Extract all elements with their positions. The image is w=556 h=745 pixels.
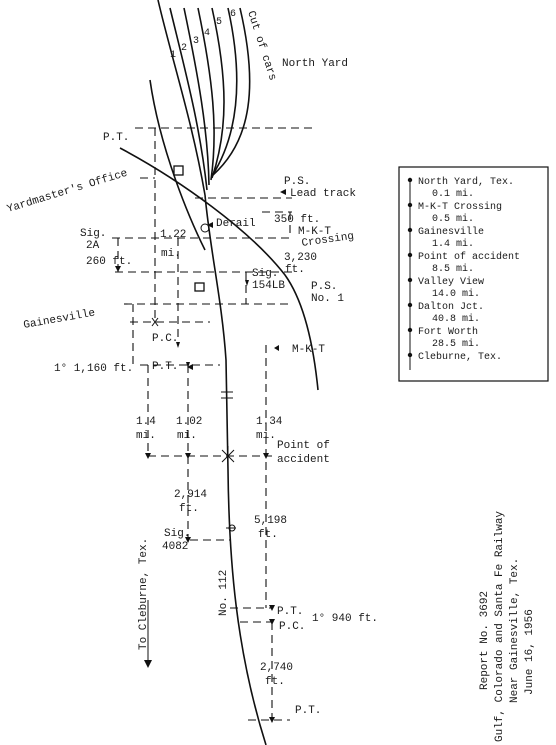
report-railway: Gulf, Colorado and Santa Fe Railway [494, 511, 506, 742]
dimension-lines [112, 127, 312, 721]
report-location: Near Gainesville, Tex. [509, 558, 521, 703]
ps-top-label: P.S. [284, 176, 310, 188]
ft-5198-unit: ft. [258, 529, 278, 541]
pt-bottom-label: P.T. [295, 705, 321, 717]
pc-mid-label: P.C. [152, 333, 178, 345]
legend-station: Cleburne, Tex. [418, 351, 502, 363]
pc-low-label: P.C. [279, 621, 305, 633]
ft-2740-unit: ft. [265, 676, 285, 688]
track-number-3: 3 [193, 36, 199, 47]
dist-122-label: 1.22 [160, 229, 186, 241]
yardmaster-office-box [173, 165, 184, 176]
sig-154lb-number: 154LB [252, 280, 285, 292]
sig-2a-number: 2A [86, 240, 100, 252]
mkt-top-label: M-K-T [298, 226, 331, 238]
sig-4082-number: 4082 [162, 541, 188, 553]
to-cleburne-label: To Cleburne, Tex. [138, 538, 150, 650]
ft-5198-label: 5,198 [254, 515, 287, 527]
legend-station: Point of accident [418, 251, 520, 263]
legend-distance: 14.0 mi. [432, 288, 480, 300]
legend-station: Gainesville [418, 226, 484, 238]
track-number-1: 1 [170, 50, 176, 61]
yardmaster-office-label: Yardmaster's Office [6, 168, 129, 216]
yard-tracks [149, 0, 251, 251]
legend-station: North Yard, Tex. [418, 176, 514, 188]
ft-3230-unit: ft. [285, 264, 305, 276]
legend-station-marker [407, 202, 413, 208]
ft-2914-label: 2,914 [174, 489, 207, 501]
track-number-6: 6 [230, 9, 236, 20]
dist-102-mi: mi. [177, 430, 197, 442]
sig-4082-label: Sig. [164, 528, 190, 540]
legend-station-marker [407, 302, 413, 308]
dist-14-label: 1.4 [136, 416, 156, 428]
ft-260-label: 260 ft. [86, 256, 132, 268]
derail-marker [200, 223, 210, 233]
signal-box [194, 282, 205, 292]
lead-track-label: Lead track [290, 188, 356, 200]
dist-134-label: 1.34 [256, 416, 283, 428]
legend-station-marker [407, 252, 413, 258]
gainesville-label: Gainesville [23, 308, 97, 332]
report-title: Report No. 3692 Gulf, Colorado and Santa… [479, 511, 536, 742]
track-number-2: 2 [181, 43, 187, 54]
accident-label: accident [277, 454, 330, 466]
legend-distance: 8.5 mi. [432, 263, 474, 275]
main-track [204, 194, 267, 745]
mkt-crossing-track [119, 147, 319, 391]
point-of-label: Point of [277, 440, 330, 452]
track-number-5: 5 [216, 17, 222, 28]
pt-top-label: P.T. [103, 132, 129, 144]
dist-134-mi: mi. [256, 430, 276, 442]
diagram-labels: Cut of cars 1 2 3 4 5 6 North Yard P.T. … [6, 9, 378, 717]
legend-station: M-K-T Crossing [418, 201, 502, 213]
legend-distance: 0.5 mi. [432, 213, 474, 225]
legend-distance: 0.1 mi. [432, 188, 474, 200]
legend-distance: 28.5 mi. [432, 338, 480, 350]
legend-station-marker [407, 277, 413, 283]
legend-station-marker [407, 352, 413, 358]
legend-station-marker [407, 227, 413, 233]
legend-station-marker [407, 327, 413, 333]
to-cleburne-arrowhead [144, 660, 152, 668]
ft-350-label: 350 ft. [274, 214, 320, 226]
curve-940-label: 1° 940 ft. [312, 613, 378, 625]
mkt-right-label: M-K-T [292, 344, 325, 356]
legend-station-marker [407, 177, 413, 183]
report-number: Report No. 3692 [479, 591, 491, 690]
report-date: June 16, 1956 [524, 609, 536, 695]
sig-154lb-label: Sig. [252, 268, 278, 280]
derail-label: Derail [216, 218, 256, 230]
pt-low-label: P.T. [277, 606, 303, 618]
ft-2914-unit: ft. [179, 503, 199, 515]
signal-marker [228, 524, 236, 532]
legend-station: Fort Worth [418, 326, 478, 338]
legend-distance: 40.8 mi. [432, 313, 480, 325]
distance-legend: North Yard, Tex.0.1 mi.M-K-T Crossing0.5… [398, 166, 549, 382]
dimension-arrows [115, 189, 286, 723]
train-no-112-label: No. 112 [218, 570, 230, 616]
dist-102-label: 1.02 [176, 416, 202, 428]
mi-122-label: mi. [161, 248, 181, 260]
curve-1160-label: 1° 1,160 ft. [54, 363, 133, 375]
north-yard-label: North Yard [282, 58, 348, 70]
track-ticks [221, 391, 236, 529]
ps-no1-number: No. 1 [311, 293, 344, 305]
legend-station: Dalton Jct. [418, 301, 484, 313]
pt-mid-label: P.T. [152, 361, 178, 373]
ft-2740-label: 2,740 [260, 662, 293, 674]
legend-distance: 1.4 mi. [432, 238, 474, 250]
legend-station: Valley View [418, 276, 484, 288]
ft-3230-label: 3,230 [284, 252, 317, 264]
sig-2a-label: Sig. [80, 228, 106, 240]
ps-no1-label: P.S. [311, 281, 337, 293]
dist-14-mi: mi. [136, 430, 156, 442]
track-number-4: 4 [204, 28, 210, 39]
